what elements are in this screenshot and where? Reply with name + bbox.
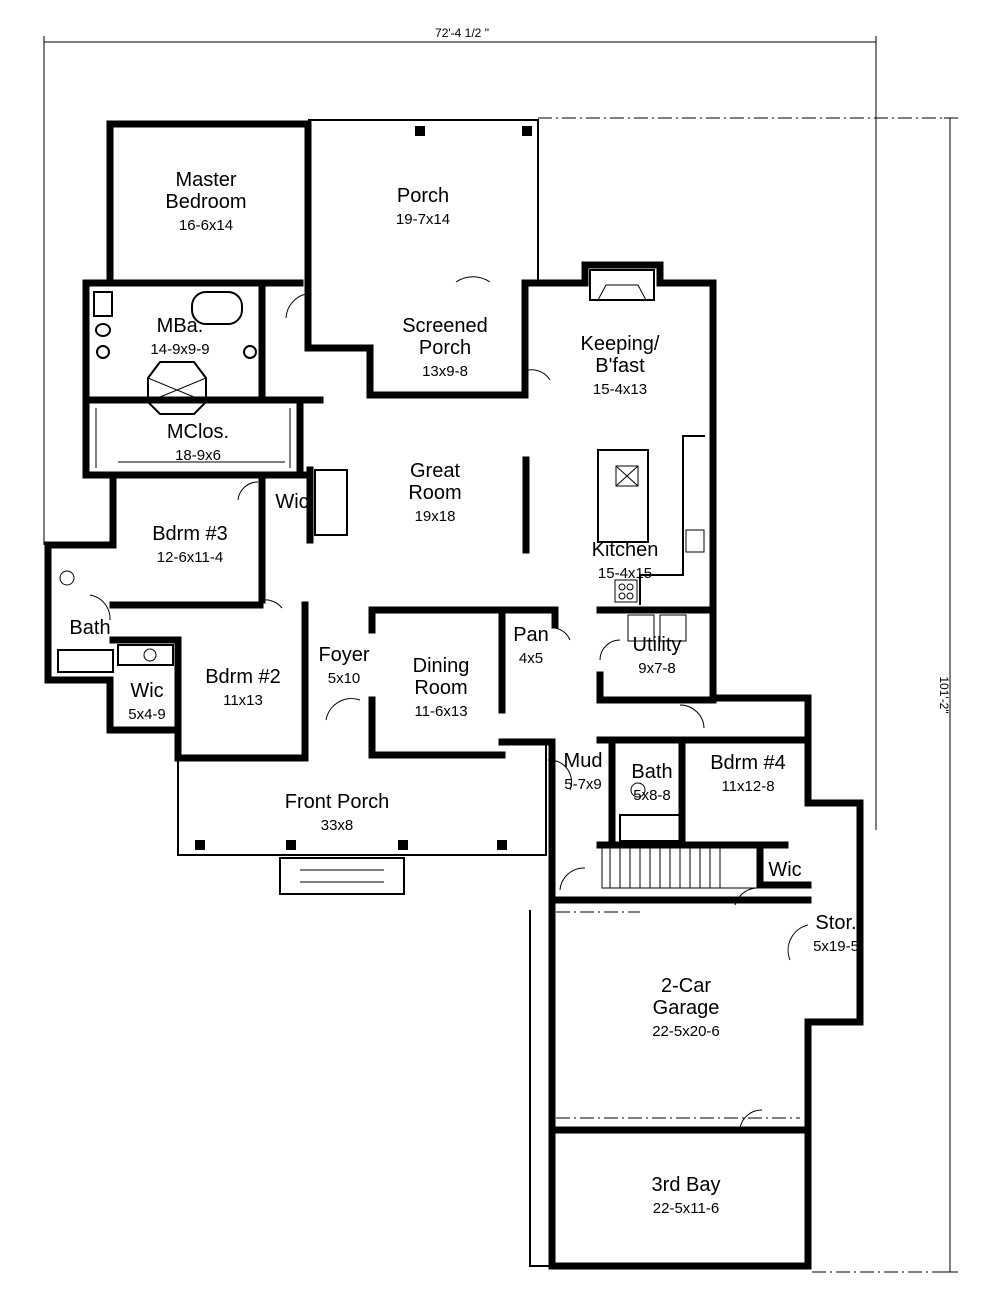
room-name: Kitchen [592,539,659,561]
room-wic-bdrm4: Wic [768,859,801,881]
room-keeping-breakfast: Keeping/B'fast 15-4x13 [581,333,660,398]
room-size: 5-7x9 [564,776,602,793]
room-size: 33x8 [321,817,354,834]
room-size: 13x9-8 [422,363,468,380]
front-steps [279,857,405,895]
overall-width-label: 72'-4 1/2 " [435,26,489,40]
stairs [601,847,759,889]
bathtub-icon [57,649,114,673]
room-foyer: Foyer 5x10 [318,644,369,687]
room-name: B'fast [595,355,645,377]
room-name: Garage [653,997,720,1019]
room-size: 4x5 [519,650,543,667]
room-utility: Utility 9x7-8 [633,634,682,677]
room-name: Mud [564,750,603,772]
shower-icon [147,361,207,415]
room-name: Master [175,169,236,191]
room-size: 22-5x11-6 [653,1200,719,1217]
room-name: Bath [631,761,672,783]
bathtub-icon [191,291,243,325]
room-size: 12-6x11-4 [157,549,223,566]
room-name: MClos. [167,421,229,443]
sink-icon [243,345,257,359]
dimension-lines [43,36,958,1273]
room-name: Great [410,460,460,482]
room-name: Foyer [318,644,369,666]
room-size: 16-6x14 [179,217,233,234]
room-bath-left: Bath [69,617,110,639]
sink-icon [96,345,110,359]
room-name: Wic [130,680,163,702]
room-name: Dining [413,655,470,677]
room-master-bath: MBa. 14-9x9-9 [150,315,209,358]
kitchen-island-icon [597,449,649,543]
room-name: Bath [69,617,110,639]
fireplace-icon [589,269,655,301]
room-wic-great: Wic [275,491,308,513]
room-name: 2-Car [661,975,711,997]
vanity-icon [117,644,174,666]
room-size: 19x18 [415,508,456,525]
room-bedroom-3: Bdrm #3 12-6x11-4 [152,523,228,566]
room-size: 11x12-8 [721,778,774,795]
room-name: Room [414,677,467,699]
room-name: Keeping/ [581,333,660,355]
room-size: 15-4x13 [593,381,647,398]
room-front-porch: Front Porch 33x8 [285,791,389,834]
room-name: Wic [275,491,308,513]
room-size: 11-6x13 [414,703,467,720]
room-size: 5x19-5 [813,938,859,955]
room-bath-right: Bath 5x8-8 [631,761,672,804]
room-name: Utility [633,634,682,656]
bathtub-icon [619,814,681,842]
room-third-bay: 3rd Bay 22-5x11-6 [652,1174,721,1217]
room-name: Screened [402,315,488,337]
room-size: 5x4-9 [128,706,166,723]
interior-walls [82,279,812,904]
room-name: Pan [513,624,549,646]
fixtures [57,126,809,1129]
room-name: Bedroom [165,191,246,213]
room-bedroom-4: Bdrm #4 11x12-8 [710,752,786,795]
room-size: 15-4x15 [598,565,652,582]
room-storage: Stor. 5x19-5 [813,912,859,955]
room-name: Porch [397,185,449,207]
overall-depth-label: 101'-2" [937,676,951,713]
washer-icon [627,614,655,642]
room-mud: Mud 5-7x9 [564,750,603,793]
room-name: Stor. [815,912,856,934]
room-name: Front Porch [285,791,389,813]
room-size: 11x13 [223,692,263,709]
room-size: 19-7x14 [396,211,450,228]
room-bedroom-2: Bdrm #2 11x13 [205,666,281,709]
room-size: 22-5x20-6 [652,1023,720,1040]
room-name: 3rd Bay [652,1174,721,1196]
room-name: Porch [419,337,471,359]
room-size: 5x8-8 [633,787,671,804]
room-name: Bdrm #4 [710,752,786,774]
room-name: Room [408,482,461,504]
room-pantry: Pan 4x5 [513,624,549,667]
toilet-icon [93,291,113,317]
room-kitchen: Kitchen 15-4x15 [592,539,659,582]
room-master-closet: MClos. 18-9x6 [167,421,229,464]
fireplace-icon [314,469,348,536]
dryer-icon [659,614,687,642]
room-name: MBa. [157,315,204,337]
room-size: 9x7-8 [638,660,676,677]
room-porch: Porch 19-7x14 [396,185,450,228]
room-size: 5x10 [328,670,361,687]
room-wic-bdrm2: Wic 5x4-9 [128,680,166,723]
room-name: Bdrm #3 [152,523,228,545]
room-size: 14-9x9-9 [150,341,209,358]
room-name: Bdrm #2 [205,666,281,688]
room-name: Wic [768,859,801,881]
room-size: 18-9x6 [175,447,221,464]
